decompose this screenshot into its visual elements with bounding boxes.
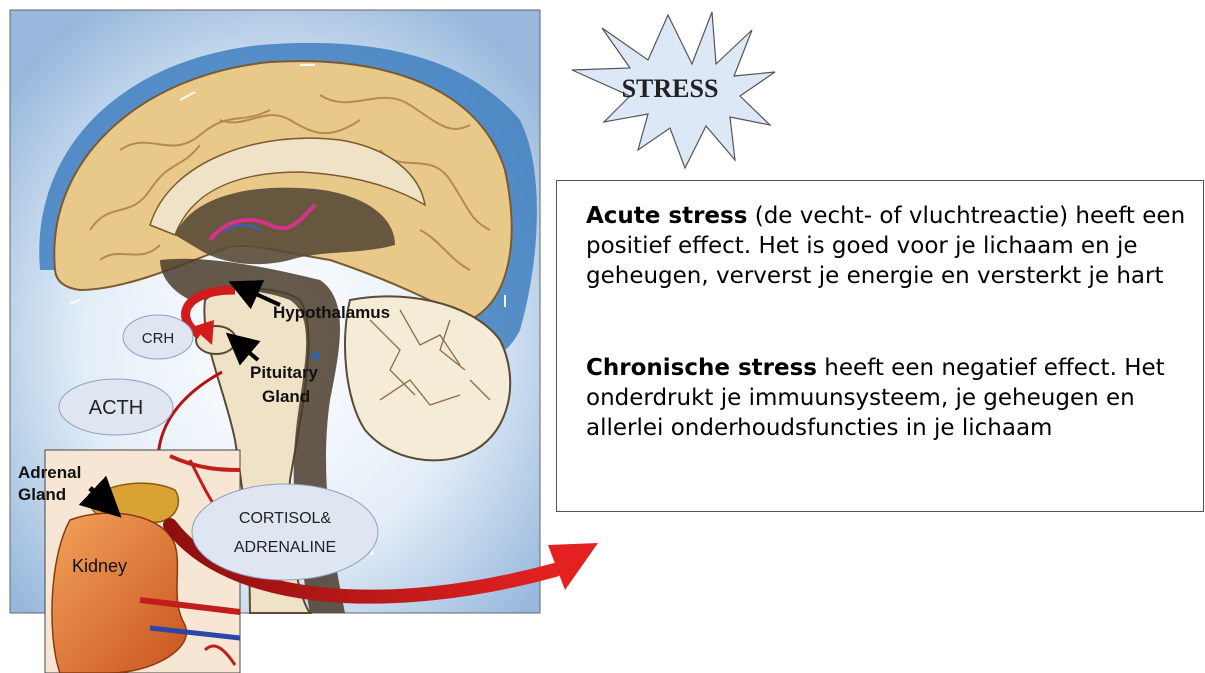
pituitary-label-line2: Gland [262, 387, 310, 406]
chronic-stress-heading: Chronische stress [586, 355, 817, 381]
adrenal-label-line2: Gland [18, 485, 66, 504]
adrenal-label-line1: Adrenal [18, 463, 81, 482]
stress-starburst: STRESS [572, 12, 775, 168]
cortisol-label-line1: CORTISOL& [239, 510, 332, 527]
chronic-stress-paragraph: Chronische stress heeft een negatief eff… [586, 353, 1196, 443]
kidney-label: Kidney [72, 556, 127, 576]
acute-stress-heading: Acute stress [586, 203, 747, 229]
stress-label: STRESS [622, 74, 719, 103]
hormone-cortisol-adrenaline: CORTISOL& ADRENALINE [192, 484, 378, 580]
pituitary-label-line1: Pituitary [250, 363, 319, 382]
hormone-crh: CRH [123, 315, 193, 359]
stress-text-panel: Acute stress (de vecht- of vluchtreactie… [556, 180, 1204, 512]
acute-stress-paragraph: Acute stress (de vecht- of vluchtreactie… [586, 201, 1196, 291]
hypothalamus-label: Hypothalamus [273, 303, 390, 322]
hormone-crh-label: CRH [142, 330, 175, 347]
hormone-acth: ACTH [59, 379, 173, 435]
hormone-acth-label: ACTH [89, 397, 143, 419]
cortisol-label-line2: ADRENALINE [234, 539, 336, 556]
